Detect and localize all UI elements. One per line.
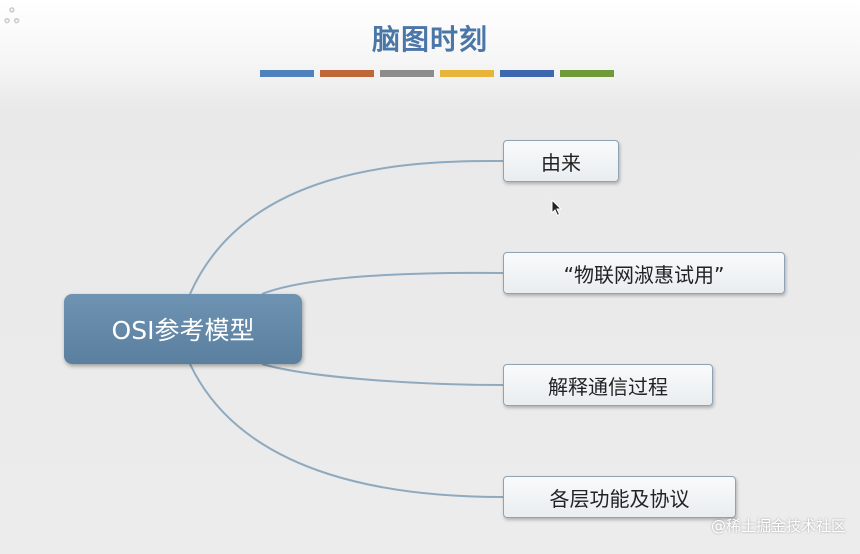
- color-bar-5: [500, 70, 554, 77]
- mouse-cursor-icon: [551, 199, 563, 217]
- connector-2: [261, 271, 504, 295]
- mindmap-root-node[interactable]: OSI参考模型: [64, 294, 302, 364]
- connector-4: [189, 363, 504, 498]
- branch-node-layer-functions[interactable]: 各层功能及协议: [503, 476, 736, 518]
- branch-node-origin[interactable]: 由来: [503, 140, 619, 182]
- connector-1: [189, 159, 504, 295]
- branch-node-communication-process[interactable]: 解释通信过程: [503, 364, 713, 406]
- color-bar-3: [380, 70, 434, 77]
- watermark: @稀土掘金技术社区: [710, 517, 846, 535]
- color-bar-1: [260, 70, 314, 77]
- slide-title: 脑图时刻: [371, 23, 488, 56]
- color-bar-6: [560, 70, 614, 77]
- connector-3: [261, 363, 504, 386]
- color-bar-4: [440, 70, 494, 77]
- logo-mark: ஃ: [4, 4, 20, 28]
- color-bar-2: [320, 70, 374, 77]
- branch-node-mnemonic[interactable]: “物联网淑惠试用”: [503, 252, 785, 294]
